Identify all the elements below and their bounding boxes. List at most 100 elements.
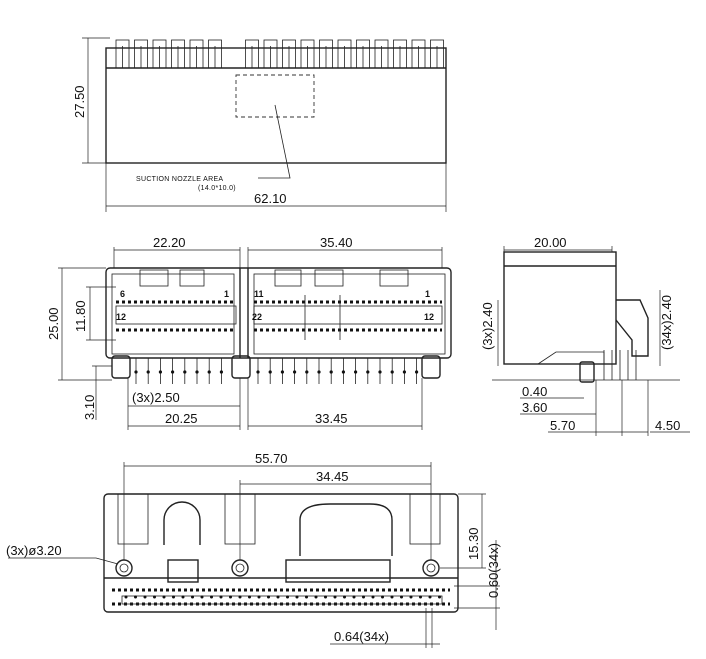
bottom-pin	[362, 595, 365, 599]
front-pins	[134, 358, 419, 384]
bottom-pin	[286, 595, 289, 599]
dim-5-70: 5.70	[550, 418, 575, 433]
bottom-pin	[381, 595, 384, 599]
pin-dot	[402, 370, 406, 374]
bottom-pin	[400, 595, 403, 599]
bottom-box-2	[285, 559, 391, 583]
dim-0-60-34x: 0.60(34x)	[486, 543, 501, 598]
nozzle-note-line1: SUCTION NOZZLE AREA	[136, 176, 223, 183]
bottom-pins	[124, 595, 441, 599]
pin-dot	[354, 370, 358, 374]
bottom-pin	[352, 595, 356, 599]
pin-dot	[183, 370, 187, 374]
suction-nozzle-area	[235, 74, 315, 118]
front-view: 6 1 12 11 1 22 12 22.20 35.40 25.00 11.8…	[46, 235, 452, 430]
pin-dot	[415, 370, 419, 374]
pin-dot	[256, 370, 260, 374]
bottom-pin	[428, 595, 432, 599]
pin-dot	[219, 370, 223, 374]
bottom-slot-right	[299, 503, 393, 556]
pin-dot	[146, 370, 150, 374]
bottom-pin	[210, 595, 213, 599]
bottom-pin	[229, 595, 232, 599]
front-peg-right	[421, 355, 441, 379]
bottom-pin	[153, 595, 156, 599]
front-peg-mid	[231, 355, 251, 379]
pin-dot	[134, 370, 138, 374]
pin-dot	[293, 370, 297, 374]
dim-34-45: 34.45	[316, 469, 349, 484]
dim-27-50: 27.50	[72, 85, 87, 118]
bottom-pin	[162, 595, 166, 599]
dim-0-40: 0.40	[522, 384, 547, 399]
dim-3x-2-40: (3x)2.40	[480, 302, 495, 350]
bottom-slot-left	[163, 501, 201, 545]
pin-label-22: 22	[252, 312, 262, 322]
pin-label-12b: 12	[424, 312, 434, 322]
top-view-body	[105, 47, 447, 164]
dim-25-00: 25.00	[46, 307, 61, 340]
bottom-pin	[295, 595, 299, 599]
top-view-teeth	[115, 39, 444, 69]
dim-34x-2-40: (34x)2.40	[659, 295, 674, 350]
pin-dot	[341, 370, 345, 374]
pin-dot	[280, 370, 284, 374]
dim-0-64-34x: 0.64(34x)	[334, 629, 389, 644]
side-pins	[603, 350, 637, 380]
nozzle-note-line2: (14.0*10.0)	[198, 185, 236, 192]
front-peg-left	[111, 355, 131, 379]
hole-mid	[231, 559, 249, 577]
side-view: 20.00 (3x)2.40 (34x)2.40 0.40 3.60 5.70 …	[480, 235, 690, 436]
dim-20-00: 20.00	[534, 235, 567, 250]
bottom-pin	[276, 595, 280, 599]
bottom-pin	[248, 595, 251, 599]
pin-dot	[378, 370, 382, 374]
dim-55-70: 55.70	[255, 451, 288, 466]
bottom-pin	[419, 595, 422, 599]
dim-35-40: 35.40	[320, 235, 353, 250]
bottom-pin	[191, 595, 194, 599]
hole-right	[422, 559, 440, 577]
dim-3-10: 3.10	[82, 395, 97, 420]
dim-62-10: 62.10	[254, 191, 287, 206]
front-view-body	[105, 267, 452, 359]
top-view: SUCTION NOZZLE AREA (14.0*10.0) 62.10 27…	[72, 37, 447, 212]
dim-33-45: 33.45	[315, 411, 348, 426]
bottom-pin	[371, 595, 375, 599]
pin-dot	[317, 370, 321, 374]
pin-dot	[366, 370, 370, 374]
bottom-pin	[324, 595, 327, 599]
bottom-pin	[333, 595, 337, 599]
dim-3x-hole: (3x)ø3.20	[6, 543, 62, 558]
dim-22-20: 22.20	[153, 235, 186, 250]
bottom-pin	[267, 595, 270, 599]
pin-label-1: 1	[224, 289, 229, 299]
bottom-box-1	[167, 559, 199, 583]
pin-dot	[171, 370, 175, 374]
bottom-pin	[124, 595, 128, 599]
bottom-pin	[257, 595, 261, 599]
dim-3-60: 3.60	[522, 400, 547, 415]
dim-3x-2-50: (3x)2.50	[132, 390, 180, 405]
dim-15-30: 15.30	[466, 527, 481, 560]
pin-dot	[207, 370, 211, 374]
side-view-body	[503, 251, 617, 365]
bottom-pin	[438, 595, 441, 599]
bottom-pin	[409, 595, 413, 599]
dim-20-25: 20.25	[165, 411, 198, 426]
pin-label-12: 12	[116, 312, 126, 322]
bottom-pin	[172, 595, 175, 599]
hole-left	[115, 559, 133, 577]
bottom-view: 55.70 34.45 15.30 (3x)ø3.20 0.60(34x) 0.…	[6, 451, 501, 648]
pin-dot	[195, 370, 199, 374]
bottom-pin	[219, 595, 223, 599]
pin-dot	[158, 370, 162, 374]
pin-dot	[329, 370, 333, 374]
pin-dot	[390, 370, 394, 374]
bottom-view-body	[103, 493, 459, 613]
bottom-pin	[143, 595, 147, 599]
bottom-pin	[343, 595, 346, 599]
bottom-pin	[390, 595, 394, 599]
bottom-pin	[134, 595, 137, 599]
